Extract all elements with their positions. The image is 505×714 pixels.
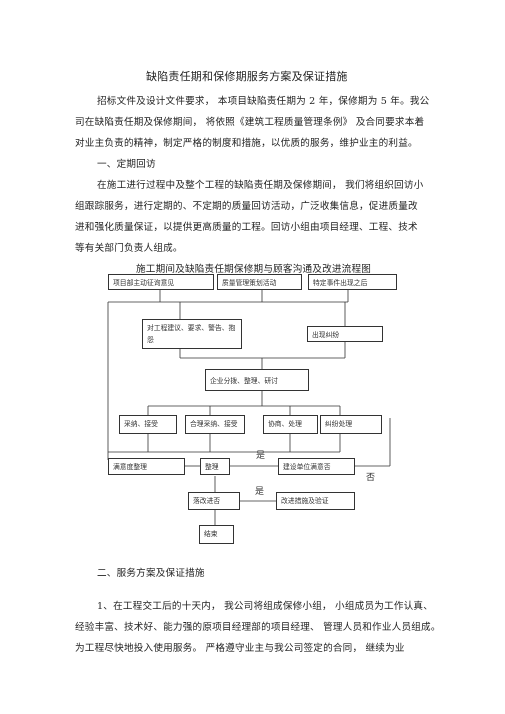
- box-satisfied: 建设单位满意否: [278, 458, 355, 475]
- box-rectify: 整理: [200, 458, 230, 475]
- box-partial-adopt: 合理采纳、接受: [185, 415, 245, 434]
- intro-line-2: 司在缺陷责任期及保修期间， 将依照《建筑工程质量管理条例》 及合同要求本着: [75, 117, 425, 128]
- box-owner-input: 项目部主动征询意见: [108, 274, 214, 290]
- section1-line-1: 在施工进行过程中及整个工程的缺陷责任期及保修期间， 我们将组织回访小: [97, 180, 424, 191]
- section1-line-3: 进和强化质量保证，以提供更高质量的工程。回访小组由项目经理、工程、技术: [75, 222, 418, 233]
- intro-line-1: 招标文件及设计文件要求， 本项目缺陷责任期为 2 年，保修期为 5 年。我公: [97, 96, 430, 107]
- box-measures: 改进措施及验证: [276, 492, 355, 510]
- box-quality-activity: 质量管理策划活动: [217, 274, 302, 290]
- box-dispute: 出现纠纷: [307, 326, 383, 342]
- box-end: 结束: [199, 525, 234, 544]
- document-title: 缺陷责任期和保修期服务方案及保证措施: [146, 70, 348, 83]
- box-suggestions: 对工程建议、要求、警告、抱怨: [142, 319, 242, 349]
- label-yes-1: 是: [256, 451, 266, 461]
- label-no: 否: [366, 473, 376, 483]
- flowchart-title: 施工期间及缺陷责任期保修期与顾客沟通及改进流程图: [136, 264, 372, 275]
- section1-line-2: 组跟踪服务，进行定期的、不定期的质量回访活动，广泛收集信息，促进质量改: [75, 201, 418, 212]
- box-adopt: 采纳、接受: [119, 415, 177, 434]
- section1-line-4: 等有关部门负责人组成。: [75, 243, 183, 254]
- box-rectify-effect: 落改进否: [188, 492, 240, 510]
- section2-line-2: 经验丰富、技术好、能力强的原项目经理部的项目经理、 管理人员和作业人员组成。: [75, 622, 441, 633]
- box-classify: 企业分拨、整理、研讨: [205, 369, 309, 391]
- box-special-event: 特定事件出现之后: [308, 274, 397, 290]
- intro-line-3: 对业主负责的精神，制定严格的制度和措施，以优质的服务，维护业主的利益。: [75, 138, 418, 149]
- section2-line-1: 1、在工程交工后的十天内， 我公司将组成保修小组， 小组成员为工作认真、: [97, 601, 433, 612]
- label-yes-2: 是: [255, 487, 265, 497]
- box-dispute-handle: 纠纷处理: [320, 415, 382, 434]
- section2-line-3: 为工程尽快地投入使用服务。 严格遵守业主与我公司签定的合同， 继续为业: [75, 643, 405, 654]
- section1-heading: 一、定期回访: [97, 159, 156, 170]
- box-satisfaction: 满意度整理: [108, 458, 185, 475]
- box-negotiate: 协商、处理: [263, 415, 318, 434]
- section2-heading: 二、服务方案及保证措施: [97, 568, 205, 579]
